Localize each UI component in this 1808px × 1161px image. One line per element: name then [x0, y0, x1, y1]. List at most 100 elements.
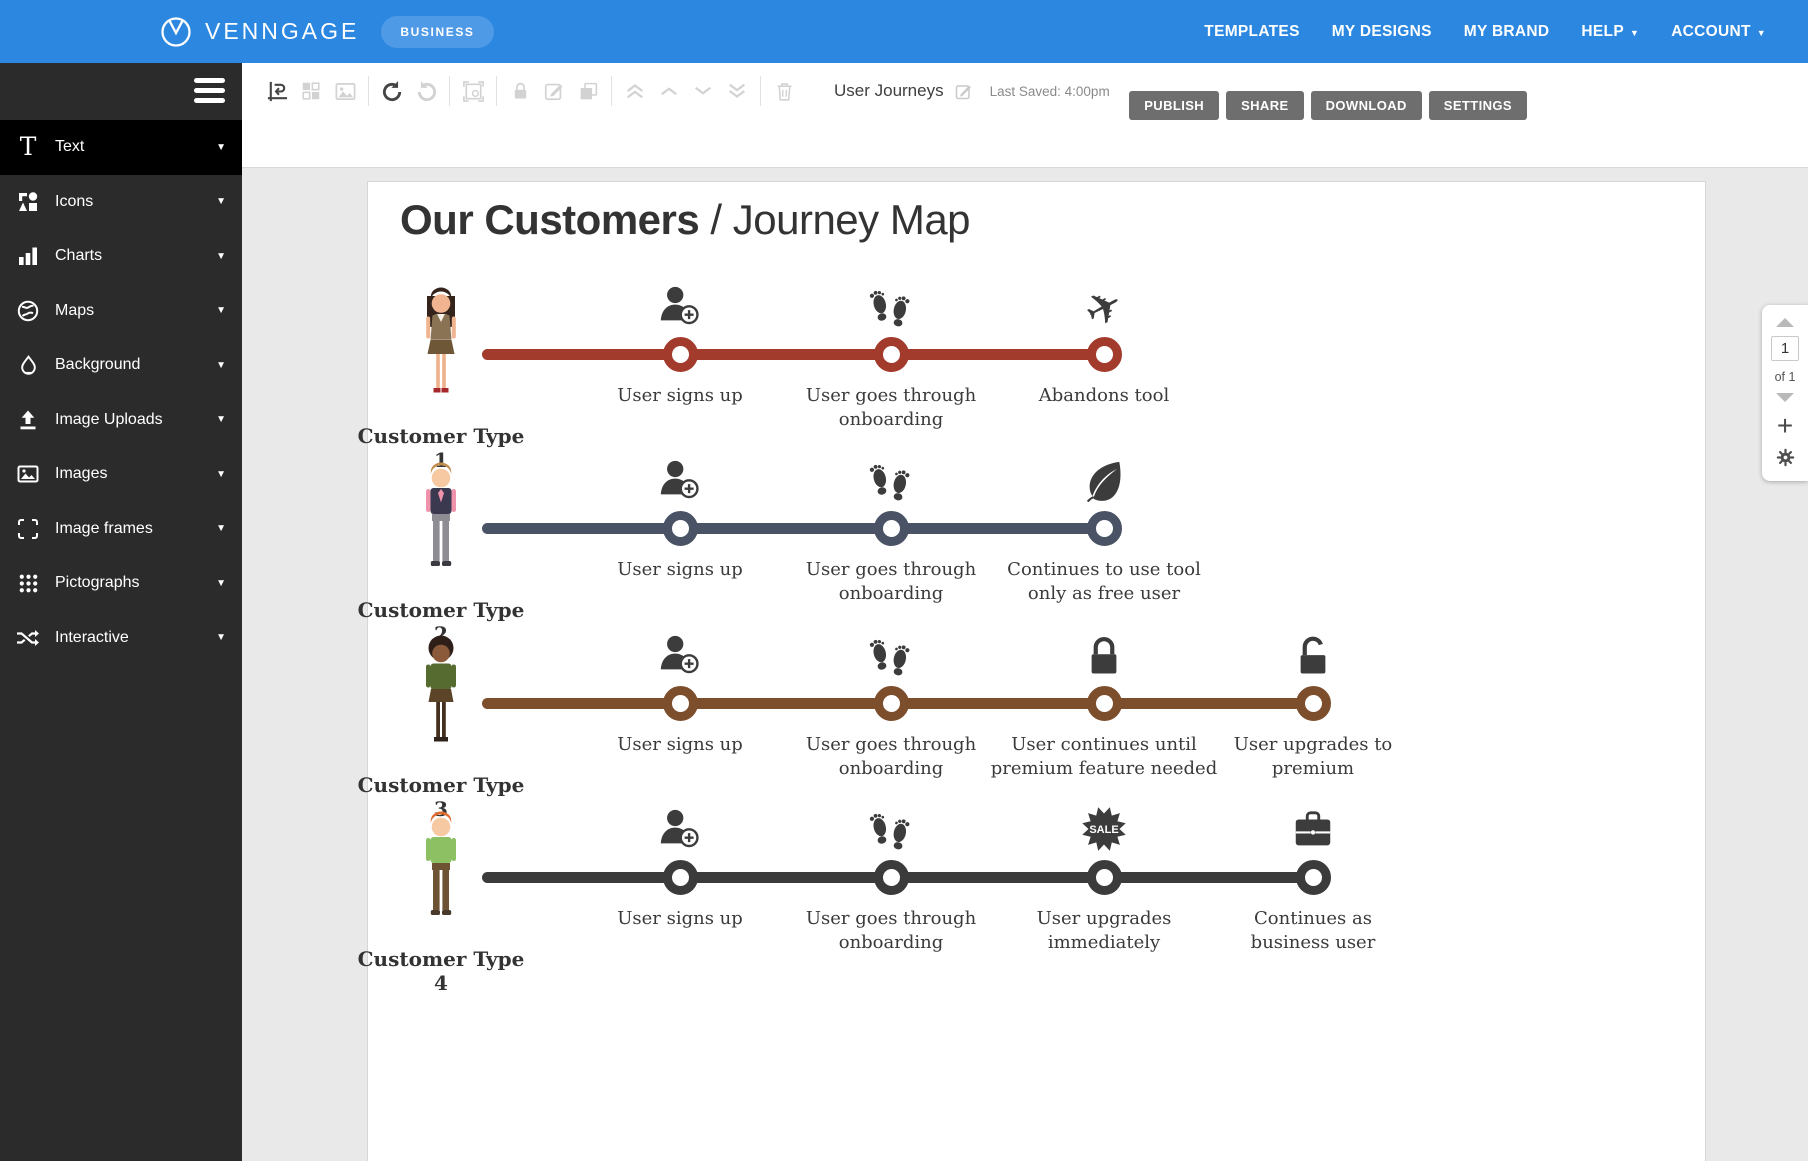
undo-icon[interactable]	[375, 80, 409, 103]
step-label[interactable]: User goes through onboarding	[805, 559, 977, 604]
send-backward-icon[interactable]	[686, 80, 720, 102]
sidebar-item-image-uploads[interactable]: Image Uploads ▼	[0, 393, 242, 448]
lock-open-icon[interactable]	[1278, 623, 1348, 679]
step-label[interactable]: User goes through onboarding	[805, 734, 977, 779]
sidebar-item-icons[interactable]: Icons ▼	[0, 175, 242, 230]
sidebar-item-background[interactable]: Background ▼	[0, 338, 242, 393]
timeline-node[interactable]	[662, 510, 698, 546]
crop-frame-icon[interactable]	[456, 80, 490, 103]
rename-icon[interactable]	[954, 81, 974, 101]
step-label[interactable]: User goes through onboarding	[805, 908, 977, 953]
step-label[interactable]: User continues until premium feature nee…	[990, 734, 1218, 779]
timeline-node[interactable]	[1086, 685, 1122, 721]
step-label[interactable]: User signs up	[617, 559, 743, 580]
page-settings-gear-icon[interactable]	[1776, 448, 1795, 467]
briefcase-icon[interactable]	[1278, 797, 1348, 853]
journey-row: User signs up User goes through onboardin…	[358, 272, 1705, 472]
timeline-line[interactable]	[482, 348, 1104, 360]
sidebar-item-text[interactable]: T Text ▼	[0, 120, 242, 175]
redo-icon[interactable]	[409, 80, 443, 103]
page-number-input[interactable]	[1771, 336, 1799, 361]
footprints-icon[interactable]	[856, 797, 926, 853]
sale-badge-icon[interactable]: SALE	[1069, 797, 1139, 853]
customer-type-label[interactable]: Customer Type 3	[357, 773, 525, 821]
duplicate-icon[interactable]	[571, 81, 605, 102]
hamburger-menu-icon[interactable]	[194, 78, 225, 108]
timeline-node[interactable]	[1086, 859, 1122, 895]
editor-header: User Journeys Last Saved: 4:00pm PUBLISH…	[242, 63, 1808, 168]
bring-forward-icon[interactable]	[652, 80, 686, 102]
delete-item-icon[interactable]	[767, 81, 801, 102]
step-label[interactable]: User signs up	[617, 908, 743, 929]
lock-icon[interactable]	[1069, 623, 1139, 679]
customer-avatar[interactable]	[411, 809, 471, 942]
step-label[interactable]: User upgrades immediately	[1036, 908, 1172, 953]
timeline-line[interactable]	[482, 522, 1104, 534]
step-label[interactable]: User signs up	[617, 734, 743, 755]
layout-grid-icon[interactable]	[294, 80, 328, 102]
download-button[interactable]: DOWNLOAD	[1310, 91, 1422, 120]
nav-account[interactable]: ACCOUNT▼	[1671, 22, 1766, 40]
add-user-icon[interactable]	[645, 274, 715, 330]
lock-icon[interactable]	[503, 81, 537, 102]
nav-templates[interactable]: TEMPLATES	[1204, 22, 1300, 40]
airplane-icon[interactable]: ✈	[1075, 277, 1133, 340]
settings-button[interactable]: SETTINGS	[1428, 91, 1527, 120]
step-label[interactable]: Continues to use tool only as free user	[1007, 559, 1201, 604]
timeline-node[interactable]	[873, 336, 909, 372]
customer-type-label[interactable]: Customer Type 4	[357, 947, 525, 995]
customer-type-label[interactable]: Customer Type 1	[357, 424, 525, 472]
venngage-logo[interactable]: VENNGAGE	[160, 16, 359, 48]
step-label[interactable]: Continues as business user	[1250, 908, 1376, 953]
timeline-node[interactable]	[662, 859, 698, 895]
add-page-button[interactable]: +	[1776, 410, 1794, 441]
sidebar-item-charts[interactable]: Charts ▼	[0, 229, 242, 284]
step-label[interactable]: User upgrades to premium	[1233, 734, 1393, 779]
footprints-icon[interactable]	[856, 623, 926, 679]
timeline-node[interactable]	[1086, 510, 1122, 546]
add-user-icon[interactable]	[645, 797, 715, 853]
publish-button[interactable]: PUBLISH	[1129, 91, 1220, 120]
edit-item-icon[interactable]	[537, 80, 571, 102]
document-title[interactable]: User Journeys	[834, 81, 944, 100]
send-to-back-icon[interactable]	[720, 80, 754, 102]
leaf-icon[interactable]	[1069, 448, 1139, 504]
customer-avatar[interactable]	[411, 460, 471, 593]
sidebar-item-maps[interactable]: Maps ▼	[0, 284, 242, 339]
sidebar-item-interactive[interactable]: Interactive ▼	[0, 611, 242, 666]
pictographs-icon	[14, 570, 42, 596]
page-up-arrow[interactable]	[1776, 318, 1794, 327]
design-title-bold: Our Customers	[400, 196, 700, 243]
nav-my-brand[interactable]: MY BRAND	[1463, 22, 1550, 40]
step-label[interactable]: Abandons tool	[1038, 385, 1170, 406]
snap-to-guides-icon[interactable]	[260, 80, 294, 103]
nav-help[interactable]: HELP▼	[1581, 22, 1640, 40]
page-down-arrow[interactable]	[1776, 393, 1794, 402]
design-title[interactable]: Our Customers / Journey Map	[400, 196, 971, 244]
sidebar-item-image-frames[interactable]: Image frames ▼	[0, 502, 242, 557]
add-user-icon[interactable]	[645, 448, 715, 504]
timeline-node[interactable]	[662, 336, 698, 372]
add-user-icon[interactable]	[645, 623, 715, 679]
customer-avatar[interactable]	[411, 286, 471, 419]
customer-avatar[interactable]	[411, 635, 471, 768]
timeline-node[interactable]	[662, 685, 698, 721]
insert-image-icon[interactable]	[328, 80, 362, 103]
share-button[interactable]: SHARE	[1226, 91, 1304, 120]
timeline-node[interactable]	[1295, 685, 1331, 721]
sidebar-item-images[interactable]: Images ▼	[0, 447, 242, 502]
timeline-node[interactable]	[1295, 859, 1331, 895]
timeline-node[interactable]	[873, 685, 909, 721]
footprints-icon[interactable]	[856, 448, 926, 504]
page-nav-panel: of 1 +	[1762, 305, 1808, 482]
timeline-node[interactable]	[873, 510, 909, 546]
nav-my-designs[interactable]: MY DESIGNS	[1331, 22, 1432, 40]
timeline-node[interactable]	[1086, 336, 1122, 372]
step-label[interactable]: User signs up	[617, 385, 743, 406]
sidebar-item-pictographs[interactable]: Pictographs ▼	[0, 556, 242, 611]
bring-to-front-icon[interactable]	[618, 80, 652, 102]
footprints-icon[interactable]	[856, 274, 926, 330]
timeline-node[interactable]	[873, 859, 909, 895]
step-label[interactable]: User goes through onboarding	[805, 385, 977, 430]
